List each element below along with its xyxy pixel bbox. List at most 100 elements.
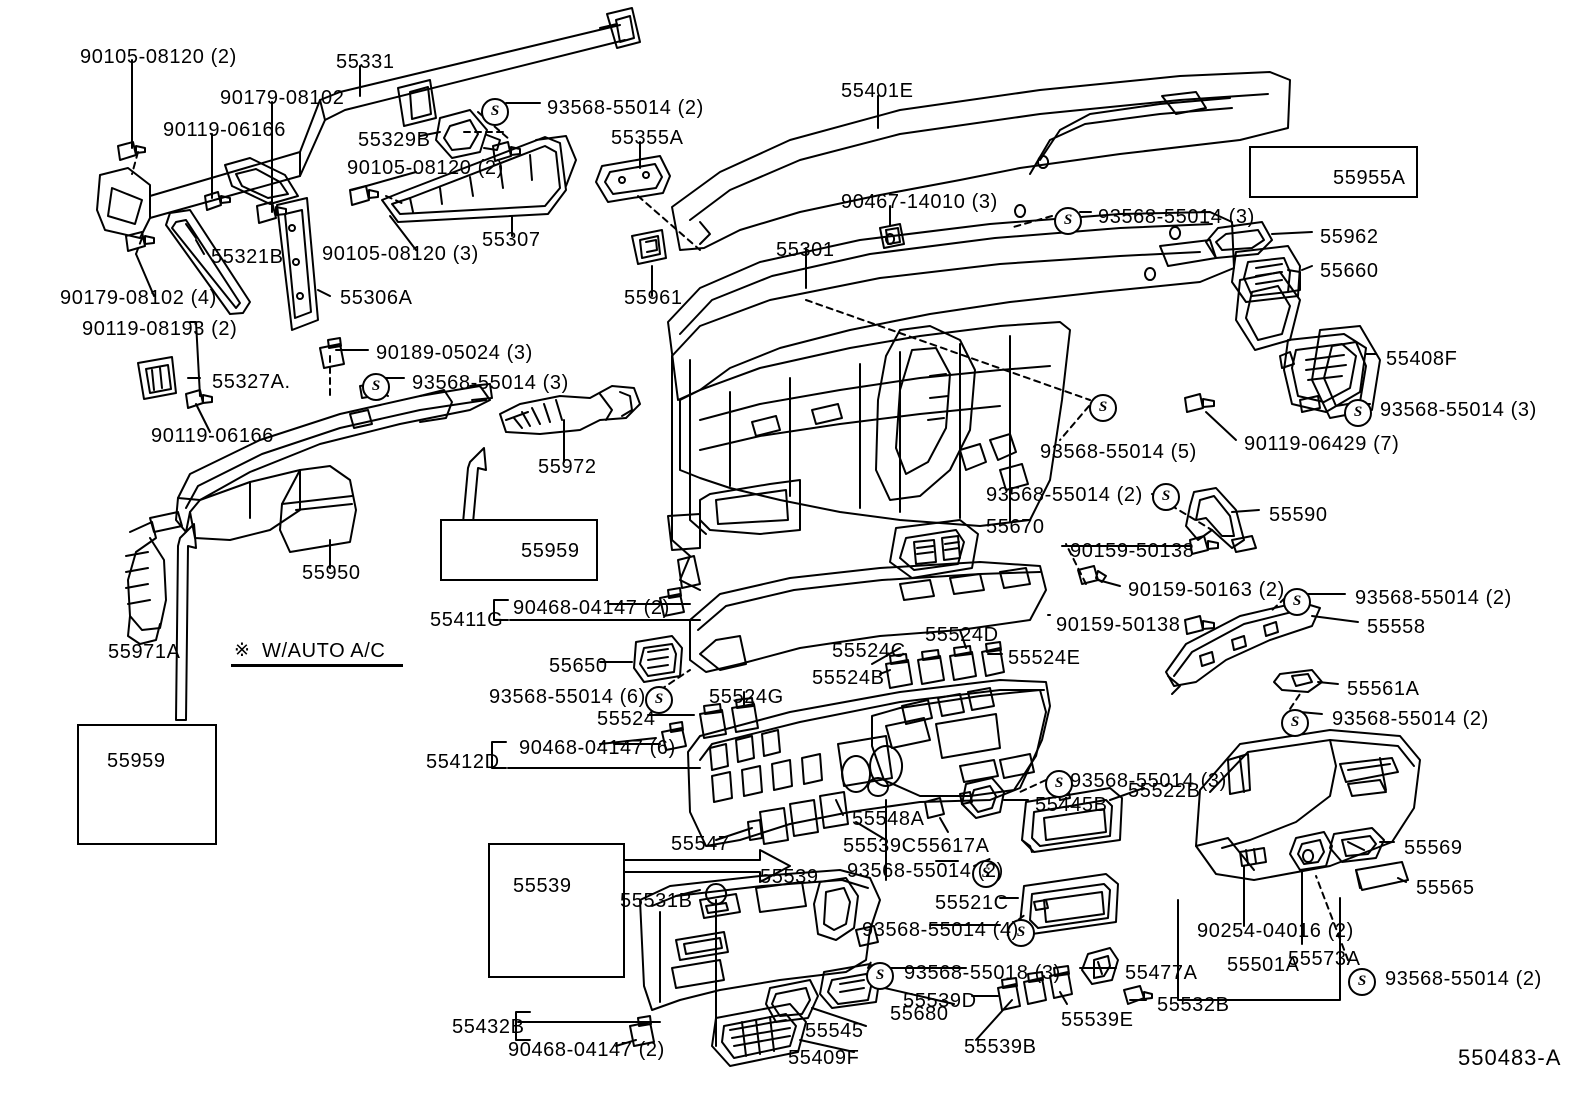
part-number-label: 90105-08120 (3) [322, 243, 479, 265]
part-number-label: 90468-04147 (2) [513, 597, 670, 619]
part-number-label: 90179-08102 (4) [60, 287, 217, 309]
part-number-label: 55301 [776, 239, 835, 261]
auto-ac-note-symbol: ※ [234, 639, 250, 661]
service-bolt-badge-icon: S [1045, 770, 1073, 798]
part-number-label: 93568-55014 (2) [1355, 587, 1512, 609]
part-number-label: 55408F [1386, 348, 1458, 370]
note-underline [231, 664, 403, 667]
part-number-label: 55660 [1320, 260, 1379, 282]
part-number-label: 93568-55014 (3) [1380, 399, 1537, 421]
part-number-label: 55329B [358, 129, 431, 151]
part-number-label: 55477A [1125, 962, 1198, 984]
auto-ac-note-text: W/AUTO A/C [262, 640, 386, 662]
part-number-label: 55569 [1404, 837, 1463, 859]
part-number-label: 55327A. [212, 371, 291, 393]
part-number-label: 93568-55014 (5) [1040, 441, 1197, 463]
service-bolt-badge-icon: S [1283, 588, 1311, 616]
part-number-label: 55355A [611, 127, 684, 149]
part-number-label: 90468-04147 (2) [508, 1039, 665, 1061]
part-number-label: 55539D [903, 990, 977, 1012]
part-number-label: 55573A [1288, 948, 1361, 970]
part-number-label: 55962 [1320, 226, 1379, 248]
part-number-label: 93568-55014 (2) [547, 97, 704, 119]
part-number-label: 55561A [1347, 678, 1420, 700]
part-number-label: 55432B [452, 1016, 525, 1038]
service-bolt-badge-icon: S [866, 962, 894, 990]
inset-box-55955a [1249, 146, 1418, 198]
part-number-label: 90159-50138 [1056, 614, 1181, 636]
part-number-label: 93568-55014 (2) [1332, 708, 1489, 730]
part-number-label: 55680 [890, 1003, 949, 1025]
part-number-label: 55531B [620, 890, 693, 912]
part-number-label: 90189-05024 (3) [376, 342, 533, 364]
inset-box-55959-a [440, 519, 598, 581]
part-number-label: 55445B [1035, 794, 1108, 816]
part-number-label: 55565 [1416, 877, 1475, 899]
part-number-label: 90105-08120 (2) [80, 46, 237, 68]
part-number-label: 55545 [805, 1020, 864, 1042]
part-number-label: 55950 [302, 562, 361, 584]
part-number-label: 55524E [1008, 647, 1081, 669]
part-number-label: 55955A [1333, 167, 1406, 189]
part-number-label: 55539C [843, 835, 917, 857]
part-number-label: 90159-50138 [1070, 540, 1195, 562]
part-number-label: 55590 [1269, 504, 1328, 526]
part-number-label: 55521C [935, 892, 1009, 914]
part-number-label: 55670 [986, 516, 1045, 538]
part-number-label: 55971A [108, 641, 181, 663]
inset-box-55959-b [77, 724, 217, 845]
part-number-label: 93568-55014 (2) [1385, 968, 1542, 990]
service-bolt-badge-icon: S [645, 686, 673, 714]
part-number-label: 90105-08120 (2) [347, 157, 504, 179]
part-number-label: 55961 [624, 287, 683, 309]
part-number-label: 55412D [426, 751, 500, 773]
service-bolt-badge-icon: S [1089, 394, 1117, 422]
part-number-label: 55524G [709, 686, 784, 708]
part-number-label: 55307 [482, 229, 541, 251]
part-number-label: 55650 [549, 655, 608, 677]
part-number-label: 93568-55014 (3) [1070, 770, 1227, 792]
part-number-label: 90179-08102 [220, 87, 345, 109]
part-number-label: 55409F [788, 1047, 860, 1069]
part-number-label: 90119-06166 [151, 425, 275, 447]
service-bolt-badge-icon: S [1054, 207, 1082, 235]
part-number-label: 55972 [538, 456, 597, 478]
part-number-label: 55411G [430, 609, 504, 631]
part-number-label: 55306A [340, 287, 413, 309]
part-number-label: 55617A [917, 835, 990, 857]
part-number-label: 55522B [1128, 780, 1201, 802]
service-bolt-badge-icon: S [1281, 709, 1309, 737]
part-number-label: 90254-04016 (2) [1197, 920, 1354, 942]
part-number-label: 55532B [1157, 994, 1230, 1016]
part-number-label: 93568-55014 (6) [489, 686, 646, 708]
part-number-label: 90159-50163 (2) [1128, 579, 1285, 601]
part-number-label: 55524 [597, 708, 656, 730]
part-number-label: 55539 [760, 866, 819, 888]
service-bolt-badge-icon: S [362, 373, 390, 401]
inset-box-55539 [488, 843, 625, 978]
part-number-label: 55539B [964, 1036, 1037, 1058]
part-number-label: 93568-55018 (3) [904, 962, 1061, 984]
part-number-label: 55547 [671, 833, 730, 855]
part-number-label: 55401E [841, 80, 914, 102]
part-number-label: 93568-55014 (2) [986, 484, 1143, 506]
part-number-label: 93568-55014 (2) [847, 860, 1004, 882]
service-bolt-badge-icon: S [1344, 399, 1372, 427]
part-number-label: 93568-55014 (3) [1098, 206, 1255, 228]
part-number-label: 93568-55014 (3) [412, 372, 569, 394]
part-number-label: 55558 [1367, 616, 1426, 638]
part-number-label: 55321B [211, 246, 284, 268]
service-bolt-badge-icon: S [1007, 919, 1035, 947]
service-bolt-badge-icon: S [1152, 483, 1180, 511]
part-number-label: 55959 [521, 540, 580, 562]
part-number-label: 55501A [1227, 954, 1300, 976]
part-number-label: 55539 [513, 875, 572, 897]
service-bolt-badge-icon: S [481, 98, 509, 126]
drawing-number: 550483-A [1458, 1045, 1562, 1070]
part-number-label: 90119-06429 (7) [1244, 433, 1400, 455]
part-number-label: 90467-14010 (3) [841, 191, 998, 213]
part-number-label: 93568-55014 (4) [862, 919, 1019, 941]
part-number-label: 55524B [812, 667, 885, 689]
part-number-label: 55959 [107, 750, 166, 772]
